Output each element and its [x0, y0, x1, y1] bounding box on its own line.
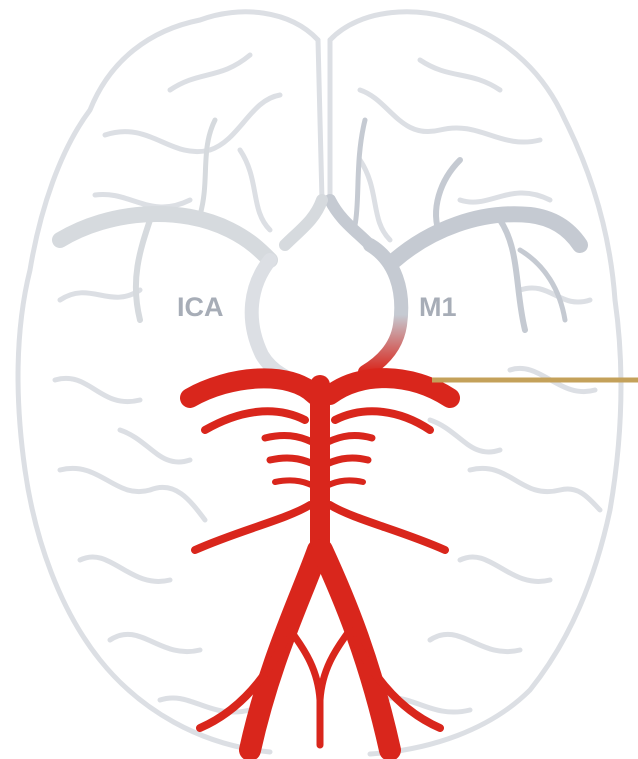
- basilar-artery: [190, 378, 450, 750]
- label-m1: M1: [419, 292, 457, 322]
- label-ica: ICA: [177, 292, 224, 322]
